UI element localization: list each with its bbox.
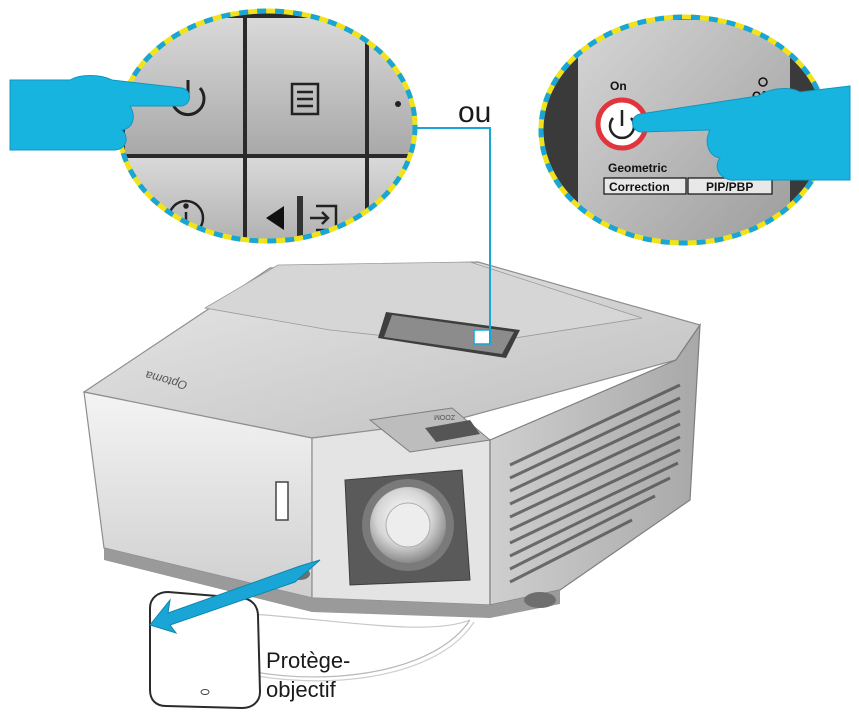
pointing-hand-icon <box>9 75 190 151</box>
remote-callout: On Off Geometric Correction PIP/PBP <box>538 14 830 246</box>
pointing-hand-icon <box>632 85 851 181</box>
or-label: ou <box>458 96 491 129</box>
zoom-label: ZOOM <box>434 413 455 420</box>
remote-pip-label: PIP/PBP <box>706 180 753 194</box>
menu-icon <box>290 82 320 116</box>
left-arrow-icon <box>266 206 284 230</box>
arrow-icon <box>149 559 321 634</box>
lens-cap-label-line1: Protège- <box>266 648 350 673</box>
leader-line <box>413 127 491 345</box>
remote-correction-label: Correction <box>609 180 670 194</box>
lens-cap-label-line2: objectif <box>266 677 337 702</box>
keypad-callout <box>116 8 418 244</box>
projector: ZOOM Optoma <box>82 261 701 618</box>
remote-geometric-label: Geometric <box>608 161 668 175</box>
projector-keypad <box>378 312 520 358</box>
remote-on-label: On <box>610 79 627 93</box>
